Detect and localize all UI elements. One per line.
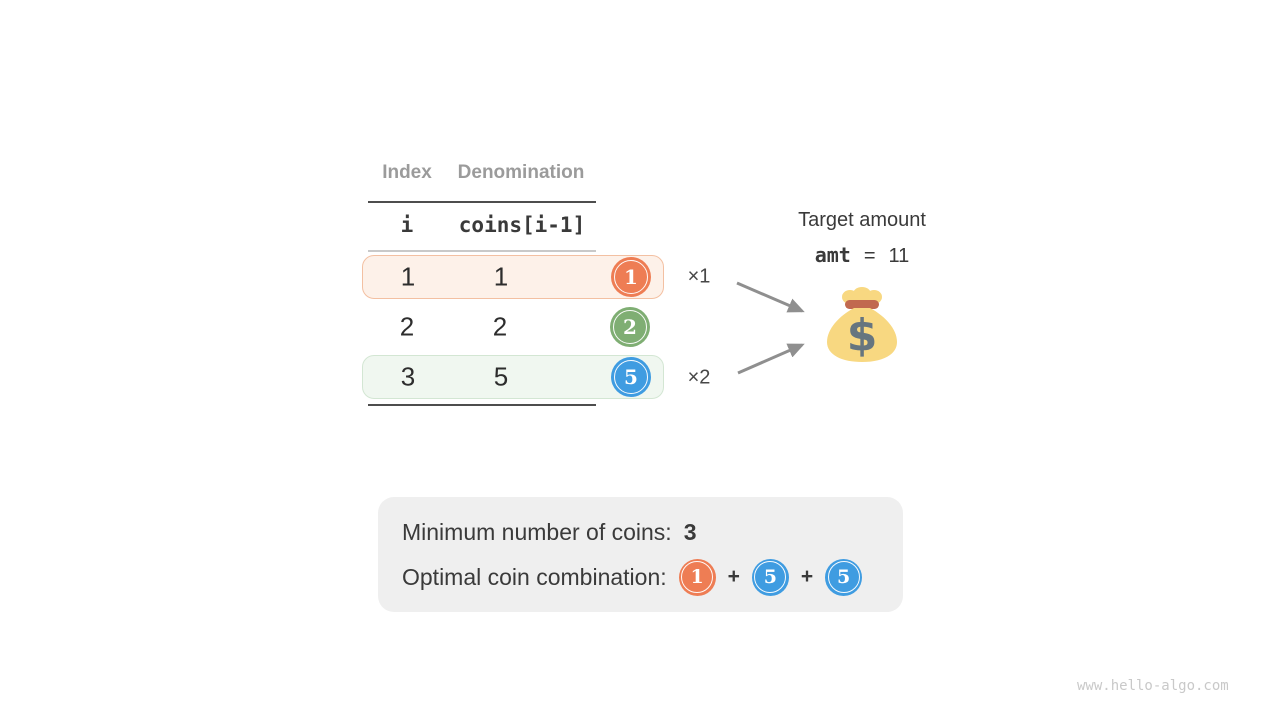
code-header-i: i — [400, 213, 414, 237]
money-bag-icon: $ — [827, 287, 897, 362]
coin-value: 5 — [763, 565, 777, 588]
table-rule-top — [368, 201, 596, 203]
minimum-coins-value: 3 — [683, 519, 697, 545]
watermark: www.hello-algo.com — [1077, 678, 1229, 694]
target-amount-label: Target amount — [798, 209, 926, 231]
cell-index: 1 — [400, 261, 416, 292]
cell-denomination: 5 — [493, 361, 509, 392]
equals-sign: = — [863, 245, 876, 267]
plus-sign: + — [800, 565, 814, 588]
table-rule-bottom — [368, 404, 596, 406]
code-header-coins: coins[i-1] — [458, 213, 586, 237]
cell-denomination: 2 — [492, 311, 508, 342]
optimal-combination-label: Optimal coin combination: — [402, 563, 667, 590]
optimal-combination-line: Optimal coin combination: 1 + 5 + 5 — [402, 557, 863, 597]
cell-index: 2 — [399, 311, 415, 342]
table-row: 1 1 1 — [362, 255, 664, 299]
minimum-coins-label: Minimum number of coins: — [402, 519, 672, 545]
column-header-denomination: Denomination — [457, 162, 585, 183]
table-row: 3 5 5 — [362, 355, 664, 399]
arrow-icon — [736, 281, 805, 375]
coin-icon: 5 — [611, 357, 651, 397]
coin-value: 1 — [624, 265, 638, 289]
coin-value: 5 — [624, 365, 638, 389]
target-amount-value: 11 — [888, 245, 910, 267]
svg-text:$: $ — [847, 310, 878, 361]
coin-icon: 1 — [611, 257, 651, 297]
multiplier-times2-label: ×2 — [687, 366, 711, 389]
coin-icon: 5 — [825, 558, 863, 596]
coin-icon: 2 — [610, 307, 650, 347]
plus-sign: + — [727, 565, 740, 588]
target-amount-equation: amt = 11 — [815, 243, 910, 268]
column-header-index: Index — [382, 162, 432, 183]
coin-icon: 5 — [751, 558, 789, 596]
result-summary-panel: Minimum number of coins: 3 Optimal coin … — [378, 497, 903, 612]
coin-value: 2 — [623, 315, 637, 339]
minimum-coins-line: Minimum number of coins: 3 — [402, 519, 697, 546]
coin-value: 5 — [837, 565, 851, 588]
cell-denomination: 1 — [493, 261, 509, 292]
amt-variable: amt — [814, 243, 851, 267]
coin-value: 1 — [690, 565, 704, 588]
coin-icon: 1 — [678, 558, 716, 596]
multiplier-times1-label: ×1 — [687, 265, 711, 288]
cell-index: 3 — [400, 361, 416, 392]
table-row: 2 2 2 — [362, 305, 664, 349]
table-rule-middle — [368, 250, 596, 252]
